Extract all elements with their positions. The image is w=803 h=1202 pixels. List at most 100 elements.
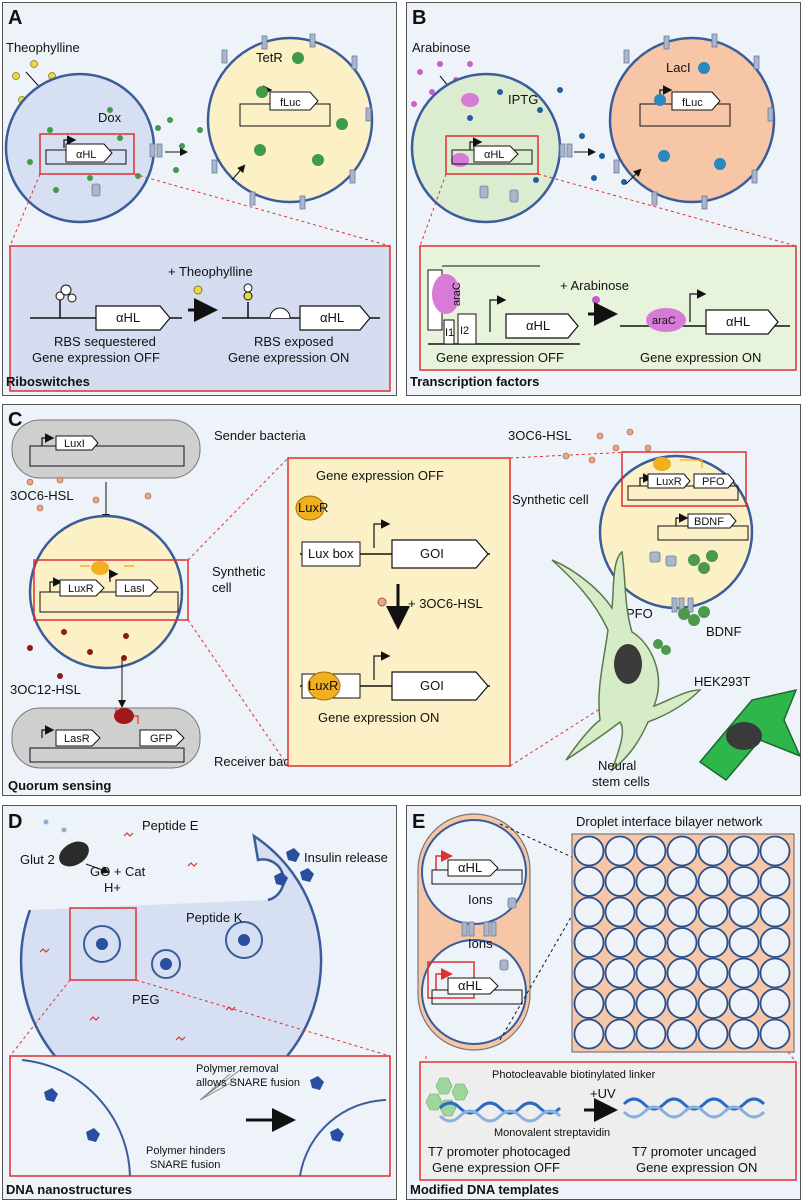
droplet xyxy=(635,835,667,867)
droplet xyxy=(666,866,698,897)
peptide-k-label: Peptide K xyxy=(186,910,243,925)
droplet xyxy=(666,927,698,958)
luxr-gene-c: LuxR xyxy=(68,583,94,595)
panel-d-title: DNA nanostructures xyxy=(6,1182,132,1197)
peg-label: PEG xyxy=(132,992,159,1007)
droplet xyxy=(728,866,760,897)
expression-on-b: Gene expression ON xyxy=(640,350,761,365)
droplet xyxy=(573,988,605,1019)
quorum-on-label: Gene expression ON xyxy=(318,710,439,725)
luxi-gene: LuxI xyxy=(64,438,85,450)
droplet xyxy=(573,835,605,867)
panel-c-letter: C xyxy=(8,409,22,431)
synthetic-label: Synthetic xyxy=(212,564,266,579)
droplet xyxy=(697,927,729,958)
droplet xyxy=(759,988,791,1019)
panel-c-title: Quorum sensing xyxy=(8,778,111,793)
droplet xyxy=(573,896,605,928)
hek-label: HEK293T xyxy=(694,674,750,689)
neural-label-2: stem cells xyxy=(592,774,650,789)
caged-label-1: T7 promoter photocaged xyxy=(428,1144,570,1159)
droplet xyxy=(604,866,636,897)
glut2-transporter xyxy=(59,841,89,867)
uv-label: +UV xyxy=(590,1086,616,1101)
ions-label-1: Ions xyxy=(468,892,493,907)
caged-label-2: Gene expression OFF xyxy=(432,1160,560,1175)
droplet xyxy=(635,866,667,897)
droplet xyxy=(573,957,605,989)
target-cell-b xyxy=(608,36,776,204)
droplet xyxy=(697,957,729,989)
arac-dimer-off xyxy=(432,274,460,314)
arac-label-off: araC xyxy=(451,282,463,306)
zoom-box-b xyxy=(445,135,539,175)
ahl-gene-a-inset-off: αHL xyxy=(116,310,140,325)
hsl12-label: 3OC12-HSL xyxy=(10,682,81,697)
lasi-gene-c: LasI xyxy=(124,583,145,595)
droplet xyxy=(604,1018,636,1050)
droplet xyxy=(635,988,667,1019)
dox-label: Dox xyxy=(98,110,122,125)
droplet xyxy=(759,927,791,958)
goi-off: GOI xyxy=(420,546,444,561)
droplet xyxy=(635,896,667,928)
removal-label-2: allows SNARE fusion xyxy=(196,1077,300,1089)
panel-b-title: Transcription factors xyxy=(410,374,539,389)
droplet xyxy=(666,957,698,989)
cell-label: cell xyxy=(212,580,232,595)
droplet xyxy=(728,988,760,1019)
gfp-gene: GFP xyxy=(150,733,173,745)
panel-d-letter: D xyxy=(8,811,22,833)
ahl-gene-b-on: αHL xyxy=(726,314,750,329)
panel-b-letter: B xyxy=(412,7,426,29)
rbs-sequestered: RBS sequestered xyxy=(54,334,156,349)
droplet xyxy=(635,927,667,958)
go-cat-label: GO + Cat xyxy=(90,864,146,879)
uncaged-label-2: Gene expression ON xyxy=(636,1160,757,1175)
expression-off-b: Gene expression OFF xyxy=(436,350,564,365)
synthetic-cell-right-label: Synthetic cell xyxy=(512,492,589,507)
hsl6-label: 3OC6-HSL xyxy=(10,488,74,503)
tetr-label: TetR xyxy=(256,50,283,65)
droplet xyxy=(604,896,636,928)
ahl-gene-e-bottom: αHL xyxy=(458,978,482,993)
droplet xyxy=(759,866,791,897)
droplet xyxy=(728,896,760,928)
expression-on-a: Gene expression ON xyxy=(228,350,349,365)
droplet xyxy=(759,1018,791,1050)
fluc-gene-a: fLuc xyxy=(280,97,301,109)
sender-label: Sender bacteria xyxy=(214,428,307,443)
droplet xyxy=(728,927,760,958)
goi-on: GOI xyxy=(420,678,444,693)
luxr-protein-on: LuxR xyxy=(308,678,338,693)
target-cell-a xyxy=(206,36,374,204)
arabinose-label: Arabinose xyxy=(412,40,471,55)
ahl-gene-b-off: αHL xyxy=(526,318,550,333)
droplet xyxy=(697,835,729,867)
plus-hsl: + 3OC6-HSL xyxy=(408,596,483,611)
peptide-e-label: Peptide E xyxy=(142,818,199,833)
luxr-gene-right: LuxR xyxy=(656,476,682,488)
droplet xyxy=(573,866,605,897)
droplet xyxy=(604,835,636,867)
arac-dimer-on xyxy=(646,308,686,332)
hinders-label-2: SNARE fusion xyxy=(150,1159,220,1171)
i1-label: I1 xyxy=(445,327,454,339)
droplet xyxy=(697,866,729,897)
glut2-label: Glut 2 xyxy=(20,852,55,867)
arac-label-on: araC xyxy=(652,315,676,327)
streptavidin-label: Monovalent streptavidin xyxy=(494,1127,610,1139)
quorum-off-label: Gene expression OFF xyxy=(316,468,444,483)
droplet xyxy=(697,988,729,1019)
neural-label-1: Neural xyxy=(598,758,636,773)
ahl-gene-a: αHL xyxy=(76,149,96,161)
droplet xyxy=(697,896,729,928)
ions-label-2: Ions xyxy=(468,936,493,951)
panel-d-graphics: D Glut 2 Peptide E GO + Cat H+ Insulin r… xyxy=(6,811,391,1197)
uncaged-label-1: T7 promoter uncaged xyxy=(632,1144,756,1159)
luxbox-off: Lux box xyxy=(308,546,354,561)
ahl-gene-b: αHL xyxy=(484,149,504,161)
droplet xyxy=(666,1018,698,1050)
panel-e-letter: E xyxy=(412,811,425,833)
